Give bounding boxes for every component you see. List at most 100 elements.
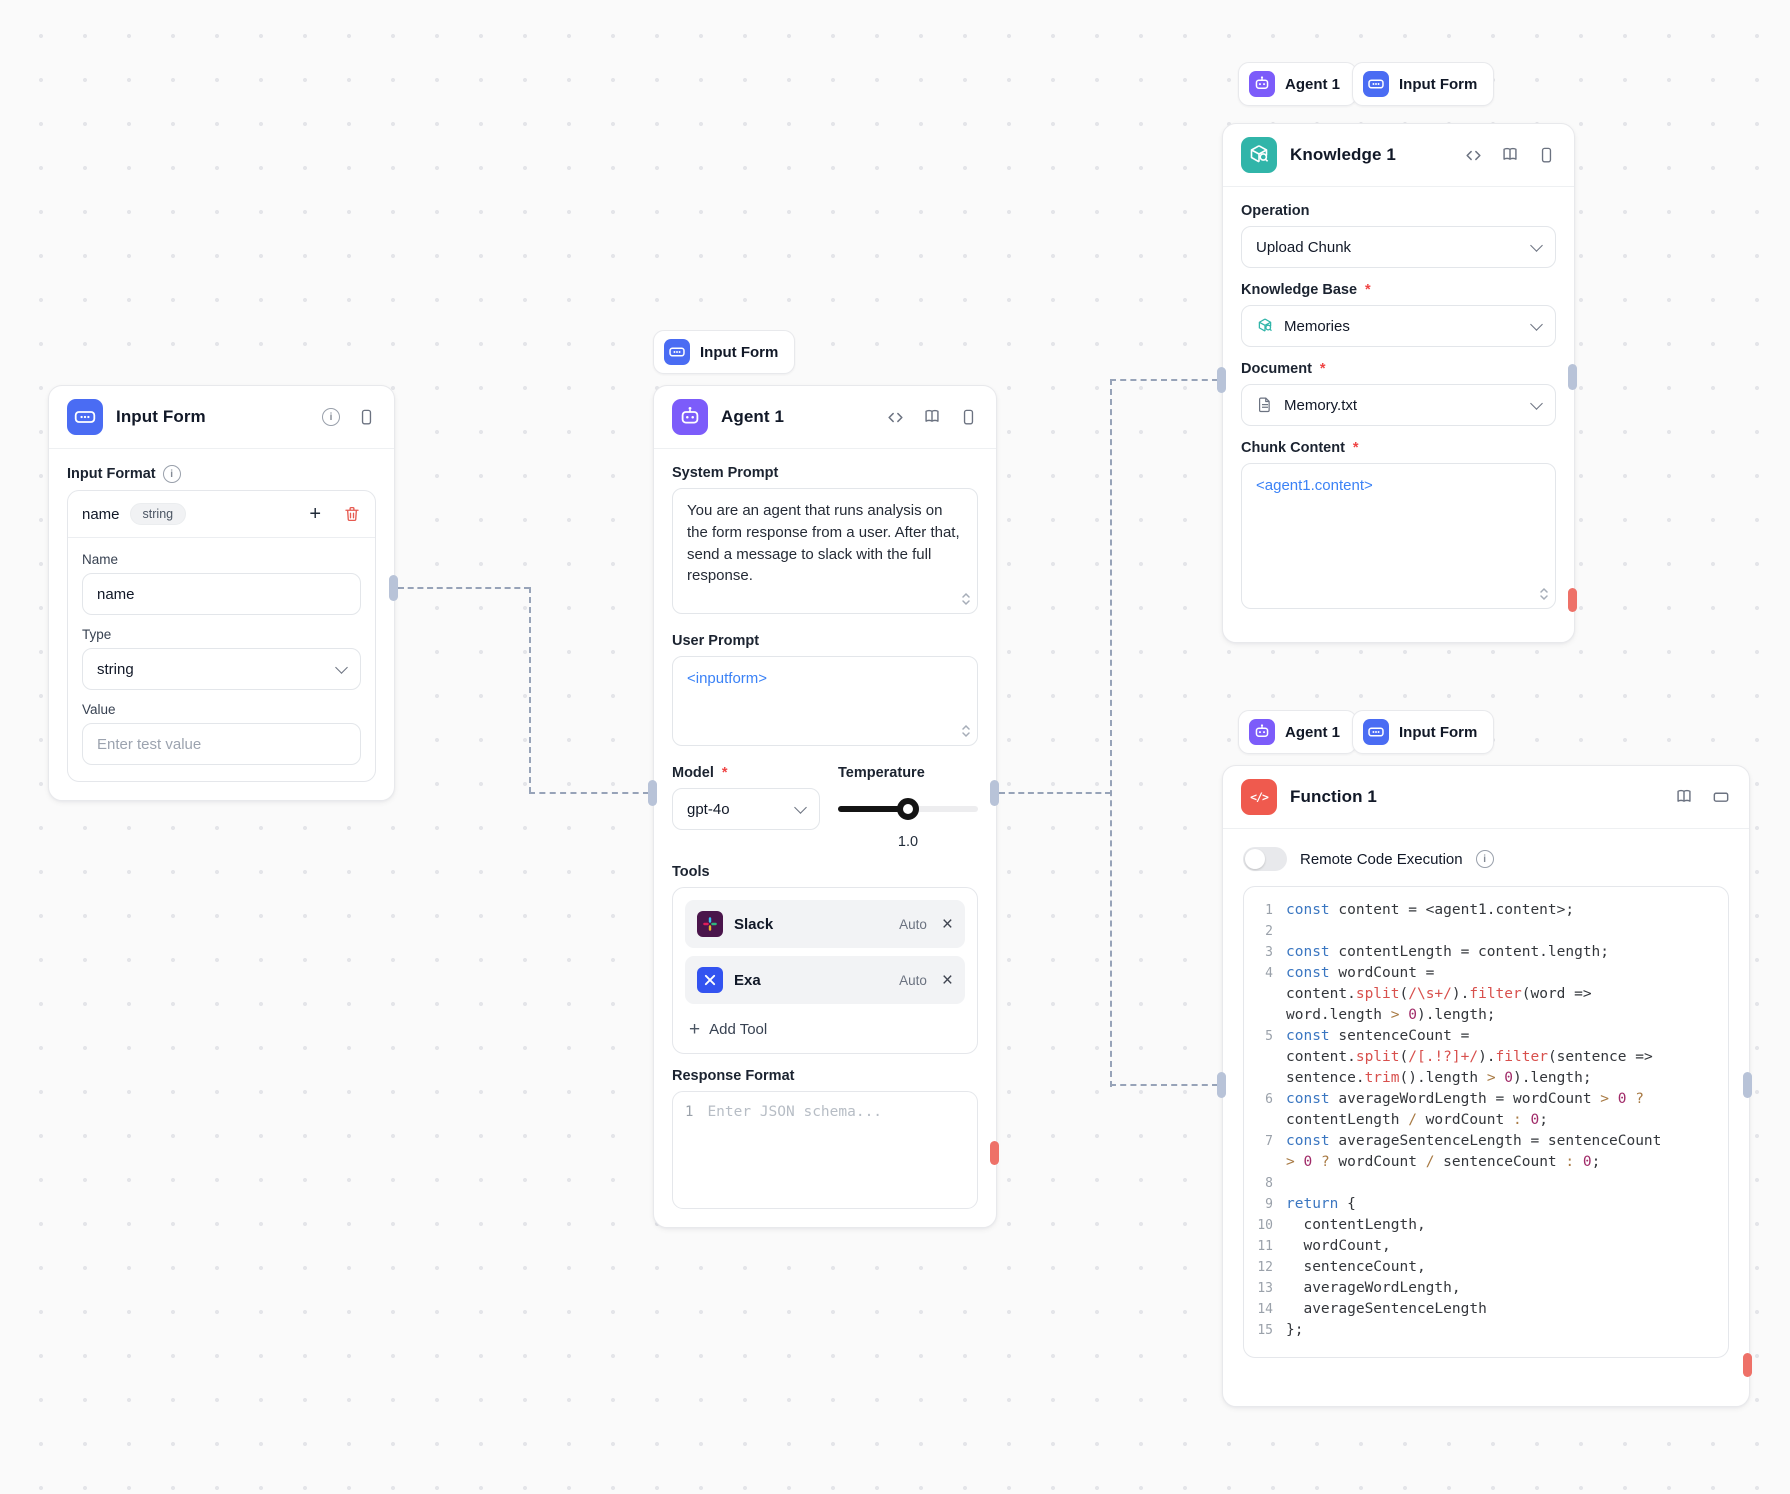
field-summary-name: name — [82, 505, 120, 523]
name-field-input[interactable] — [82, 573, 361, 615]
code-icon[interactable] — [886, 408, 905, 427]
tool-row-slack[interactable]: Slack Auto × — [685, 900, 965, 948]
code-line: return { — [1286, 1196, 1356, 1212]
chip-agent-1[interactable]: Agent 1 — [1238, 710, 1358, 754]
input-form-icon — [1363, 71, 1389, 97]
user-prompt-textarea[interactable]: <inputform> — [672, 656, 978, 746]
function-output-port[interactable] — [1743, 1072, 1752, 1098]
wire-inputform-to-agent-seg1 — [398, 587, 530, 589]
tools-card: Slack Auto × Exa Auto × + Add Tool — [672, 887, 978, 1054]
knowledge-input-port[interactable] — [1217, 367, 1226, 393]
node-title: Knowledge 1 — [1290, 145, 1396, 164]
chunk-content-textarea[interactable]: <agent1.content> — [1241, 463, 1556, 609]
input-form-icon — [664, 339, 690, 365]
agent-error-port[interactable] — [990, 1141, 999, 1165]
book-icon[interactable] — [922, 407, 942, 427]
function-node-header[interactable]: </> Function 1 — [1223, 766, 1749, 829]
chip-input-form[interactable]: Input Form — [653, 330, 796, 374]
code-line — [1286, 921, 1679, 942]
code-icon[interactable] — [1464, 146, 1483, 165]
tool-row-exa[interactable]: Exa Auto × — [685, 956, 965, 1004]
line-number: 1 — [685, 1104, 694, 1120]
user-prompt-label: User Prompt — [672, 633, 760, 649]
response-format-label: Response Format — [672, 1068, 795, 1084]
document-icon — [1256, 396, 1274, 414]
code-line: const averageSentenceLength = sentenceCo… — [1286, 1133, 1671, 1170]
chunk-content-label: Chunk Content* — [1241, 440, 1359, 456]
code-line-number: 11 — [1257, 1239, 1273, 1254]
phone-icon[interactable] — [959, 408, 978, 427]
input-form-output-port[interactable] — [389, 575, 398, 601]
book-icon[interactable] — [1500, 145, 1520, 165]
chip-input-form[interactable]: Input Form — [1352, 710, 1495, 754]
slider-fill — [838, 806, 908, 812]
phone-icon[interactable] — [1537, 146, 1556, 165]
code-line: contentLength, — [1286, 1217, 1426, 1233]
knowledge-base-label: Knowledge Base* — [1241, 282, 1371, 298]
code-line: wordCount, — [1286, 1238, 1391, 1254]
agent-icon — [1249, 71, 1275, 97]
field-type-badge: string — [129, 503, 187, 525]
info-icon[interactable]: i — [322, 408, 340, 426]
phone-icon[interactable] — [357, 408, 376, 427]
slack-icon — [697, 911, 723, 937]
document-select[interactable]: Memory.txt — [1241, 384, 1556, 426]
knowledge-base-select[interactable]: Memories — [1241, 305, 1556, 347]
function-node: </> Function 1 Remote Code Execution i 1… — [1222, 765, 1750, 1407]
code-line-number: 14 — [1257, 1302, 1273, 1317]
add-field-button[interactable]: + — [309, 503, 321, 525]
model-select[interactable]: gpt-4o — [672, 788, 820, 830]
info-icon: i — [162, 465, 181, 483]
code-line-number: 7 — [1265, 1134, 1273, 1149]
knowledge-error-port[interactable] — [1568, 588, 1577, 612]
code-line-number: 1 — [1265, 903, 1273, 918]
code-line-number: 5 — [1265, 1029, 1273, 1044]
agent-node-header[interactable]: Agent 1 — [654, 386, 996, 449]
agent-input-port[interactable] — [648, 780, 657, 806]
node-title: Function 1 — [1290, 787, 1377, 806]
temperature-value: 1.0 — [897, 834, 919, 850]
model-label: Model* — [672, 765, 728, 781]
remote-code-execution-toggle[interactable] — [1243, 847, 1287, 871]
operation-select[interactable]: Upload Chunk — [1241, 226, 1556, 268]
agent-icon — [672, 399, 708, 435]
function-icon: </> — [1241, 779, 1277, 815]
code-line: const sentenceCount = content.split(/[.!… — [1286, 1028, 1662, 1086]
knowledge-output-port[interactable] — [1568, 364, 1577, 390]
temperature-slider[interactable] — [838, 788, 978, 830]
json-schema-placeholder: Enter JSON schema... — [707, 1104, 883, 1120]
function-input-port[interactable] — [1217, 1072, 1226, 1098]
value-field-label: Value — [82, 702, 116, 717]
code-line: }; — [1286, 1322, 1304, 1338]
test-value-input[interactable] — [82, 723, 361, 765]
code-line-number: 8 — [1265, 1176, 1273, 1191]
wire-inputform-to-agent-seg2 — [529, 587, 531, 793]
code-line: averageSentenceLength — [1286, 1301, 1487, 1317]
function-error-port[interactable] — [1743, 1353, 1752, 1377]
slider-knob[interactable] — [897, 798, 919, 820]
window-icon[interactable] — [1711, 787, 1731, 807]
delete-field-button[interactable] — [343, 505, 361, 523]
knowledge-node-header[interactable]: Knowledge 1 — [1223, 124, 1574, 187]
add-tool-button[interactable]: + Add Tool — [689, 1019, 768, 1040]
code-line-number: 15 — [1257, 1323, 1273, 1338]
type-select[interactable]: string — [82, 648, 361, 690]
system-prompt-textarea[interactable]: You are an agent that runs analysis on t… — [672, 488, 978, 614]
knowledge-node: Knowledge 1 Operation Upload Chunk Knowl… — [1222, 123, 1575, 643]
response-format-editor[interactable]: 1 Enter JSON schema... — [672, 1091, 978, 1209]
chip-agent-1[interactable]: Agent 1 — [1238, 62, 1358, 106]
input-form-icon — [67, 399, 103, 435]
input-form-node-header[interactable]: Input Form i — [49, 386, 394, 449]
remove-tool-icon[interactable]: × — [938, 915, 953, 934]
book-icon[interactable] — [1674, 787, 1694, 807]
exa-icon — [697, 967, 723, 993]
document-label: Document* — [1241, 361, 1326, 377]
wire-agent-to-knowledge-seg — [1110, 379, 1218, 381]
agent-output-port[interactable] — [990, 780, 999, 806]
chip-input-form[interactable]: Input Form — [1352, 62, 1495, 106]
remove-tool-icon[interactable]: × — [938, 971, 953, 990]
chevron-down-icon — [794, 800, 807, 814]
code-line-number: 4 — [1265, 966, 1273, 981]
